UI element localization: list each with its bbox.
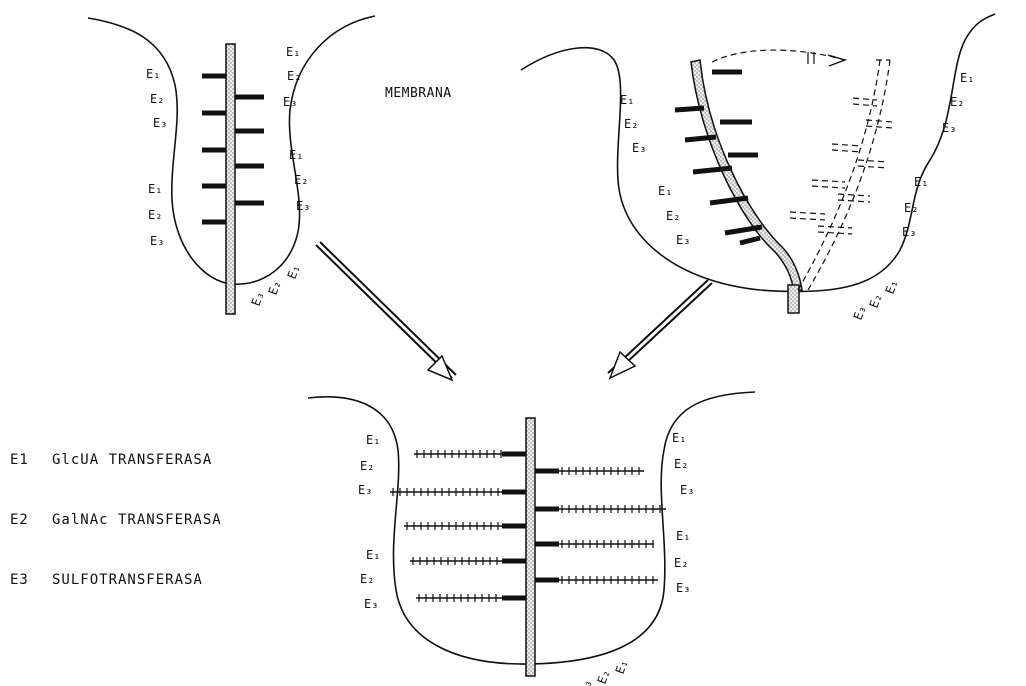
svg-text:E₃: E₃ bbox=[364, 597, 378, 611]
svg-text:E₃: E₃ bbox=[296, 199, 310, 213]
svg-text:E₂: E₂ bbox=[360, 459, 374, 473]
svg-text:GalNAc TRANSFERASA: GalNAc TRANSFERASA bbox=[52, 512, 222, 528]
svg-text:E₁: E₁ bbox=[148, 182, 162, 196]
svg-text:E₂: E₂ bbox=[595, 668, 613, 686]
protein-core bbox=[226, 44, 235, 314]
svg-text:E₁: E₁ bbox=[286, 45, 300, 59]
panel-top-right: E₁ E₂ E₃ E₁ E₂ E₃ E₁ E₂ E₃ E₁ E₂ E₃ E₃ E… bbox=[521, 14, 995, 322]
svg-text:E₂: E₂ bbox=[150, 92, 164, 106]
dashed-chain bbox=[790, 60, 893, 290]
svg-text:E₁: E₁ bbox=[883, 278, 901, 296]
svg-text:E₁: E₁ bbox=[146, 67, 160, 81]
panel-top-left: E₁ E₂ E₃ E₁ E₂ E₃ E₁ E₂ E₃ E₁ E₂ E₃ E₃ E… bbox=[88, 16, 375, 314]
svg-text:E₁: E₁ bbox=[960, 71, 974, 85]
svg-text:E₃: E₃ bbox=[358, 483, 372, 497]
svg-text:E₂: E₂ bbox=[624, 117, 638, 131]
svg-text:E₁: E₁ bbox=[620, 93, 634, 107]
svg-text:E₁: E₁ bbox=[366, 433, 380, 447]
svg-text:E₃: E₃ bbox=[632, 141, 646, 155]
svg-text:E₂: E₂ bbox=[266, 279, 284, 297]
svg-text:E₁: E₁ bbox=[676, 529, 690, 543]
svg-text:E₁: E₁ bbox=[672, 431, 686, 445]
svg-text:E₂: E₂ bbox=[867, 292, 885, 310]
svg-text:E3: E3 bbox=[10, 572, 29, 588]
gag-chains-right bbox=[535, 467, 666, 584]
svg-text:E₂: E₂ bbox=[287, 69, 301, 83]
svg-text:E₃: E₃ bbox=[942, 121, 956, 135]
svg-text:E₁: E₁ bbox=[914, 175, 928, 189]
svg-text:E₁: E₁ bbox=[658, 184, 672, 198]
svg-text:E₁: E₁ bbox=[366, 548, 380, 562]
svg-text:E₂: E₂ bbox=[904, 201, 918, 215]
protein-core bbox=[691, 60, 802, 292]
legend: E1 GlcUA TRANSFERASA E2 GalNAc TRANSFERA… bbox=[10, 452, 222, 588]
svg-text:E₃: E₃ bbox=[283, 95, 297, 109]
protein-core bbox=[526, 418, 535, 676]
svg-text:E2: E2 bbox=[10, 512, 29, 528]
membrane-label: MEMBRANA bbox=[385, 86, 452, 101]
svg-text:E₂: E₂ bbox=[674, 556, 688, 570]
svg-text:E₃: E₃ bbox=[577, 678, 595, 686]
svg-text:E₁: E₁ bbox=[285, 263, 303, 281]
svg-text:E₃: E₃ bbox=[153, 116, 167, 130]
svg-text:E₂: E₂ bbox=[148, 208, 162, 222]
svg-text:E₂: E₂ bbox=[674, 457, 688, 471]
svg-text:E₂: E₂ bbox=[950, 95, 964, 109]
gag-chains-left bbox=[390, 450, 526, 602]
svg-text:SULFOTRANSFERASA: SULFOTRANSFERASA bbox=[52, 572, 203, 588]
svg-text:E1: E1 bbox=[10, 452, 29, 468]
legend-item-e1: E1 GlcUA TRANSFERASA bbox=[10, 452, 212, 468]
legend-item-e3: E3 SULFOTRANSFERASA bbox=[10, 572, 203, 588]
svg-text:E₃: E₃ bbox=[150, 234, 164, 248]
svg-text:E₂: E₂ bbox=[666, 209, 680, 223]
svg-text:E₂: E₂ bbox=[360, 572, 374, 586]
svg-text:E₃: E₃ bbox=[680, 483, 694, 497]
svg-text:E₃: E₃ bbox=[676, 581, 690, 595]
legend-item-e2: E2 GalNAc TRANSFERASA bbox=[10, 512, 222, 528]
svg-text:E₃: E₃ bbox=[851, 304, 869, 322]
svg-text:GlcUA TRANSFERASA: GlcUA TRANSFERASA bbox=[52, 452, 212, 468]
rotation-arrow bbox=[712, 50, 845, 66]
svg-text:E₃: E₃ bbox=[676, 233, 690, 247]
svg-text:E₂: E₂ bbox=[294, 173, 308, 187]
panel-bottom: E₁ E₂ E₃ E₁ E₂ E₃ E₁ E₂ E₃ E₁ E₂ E₃ E₃ E… bbox=[308, 392, 755, 686]
flow-arrows bbox=[316, 242, 712, 380]
svg-text:E₁: E₁ bbox=[289, 148, 303, 162]
svg-text:E₃: E₃ bbox=[249, 290, 267, 308]
svg-text:E₁: E₁ bbox=[613, 658, 631, 676]
svg-text:E₃: E₃ bbox=[902, 225, 916, 239]
